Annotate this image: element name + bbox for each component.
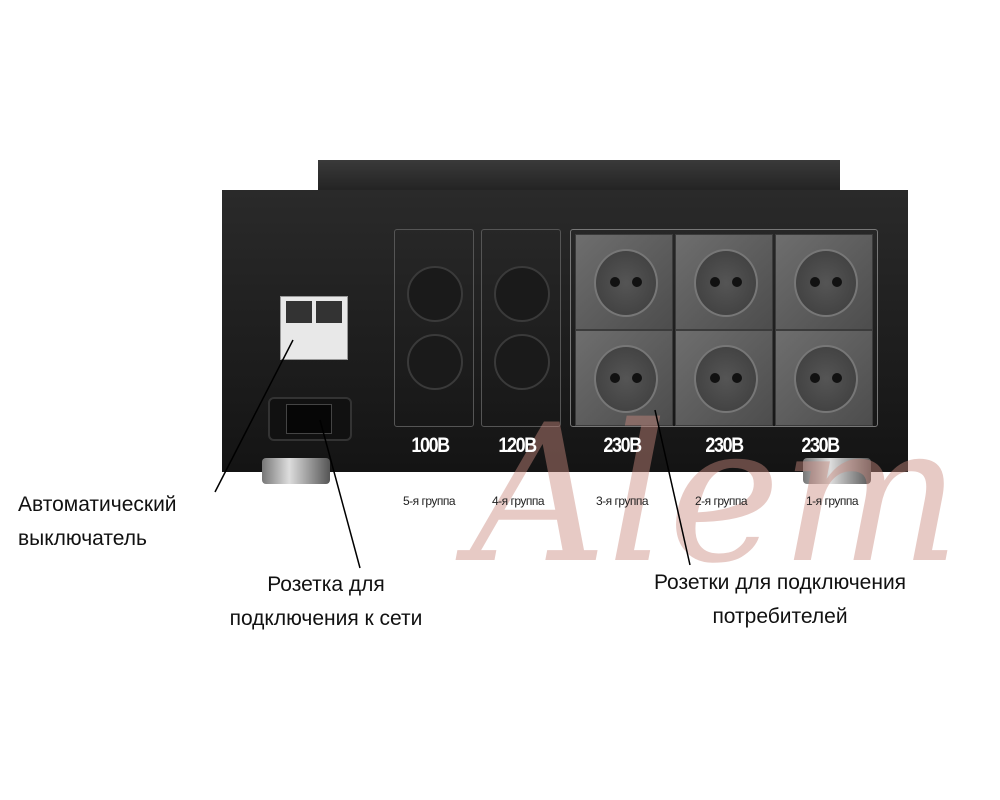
mains-inlet-socket [268, 397, 352, 441]
callout-line: подключения к сети [229, 607, 423, 630]
voltage-label: 230B [603, 434, 642, 457]
callout-breaker: Автоматический выключатель [8, 488, 248, 556]
voltage-label: 120B [498, 434, 537, 457]
callout-outlets: Розетки для подключения потребителей [590, 566, 970, 634]
leader-line-breaker [214, 339, 294, 493]
outlet-panel-120v [481, 229, 561, 427]
callout-mains: Розетка для подключения к сети [176, 568, 476, 636]
callout-line: потребителей [712, 605, 848, 628]
voltage-label: 100B [411, 434, 450, 457]
circuit-breaker [280, 296, 348, 360]
group-label: 2-я группа [695, 494, 748, 508]
group-label: 4-я группа [492, 494, 545, 508]
callout-line: выключатель [18, 527, 147, 550]
outlet-panel-230v [570, 229, 878, 427]
device-top-cover [318, 160, 840, 192]
leader-line-mains [319, 419, 361, 569]
callout-line: Розетка для [267, 573, 385, 596]
callout-line: Розетки для подключения [653, 571, 907, 594]
callout-line: Автоматический [18, 493, 177, 516]
group-label: 1-я группа [806, 494, 859, 508]
outlet-panel-100v [394, 229, 474, 427]
leader-line-outlets [654, 409, 691, 566]
voltage-label: 230B [705, 434, 744, 457]
voltage-label: 230B [801, 434, 840, 457]
group-label: 5-я группа [403, 494, 456, 508]
device-foot-left [262, 458, 330, 484]
device-foot-right [803, 458, 871, 484]
watermark-logo: Alem [455, 384, 961, 605]
group-label: 3-я группа [596, 494, 649, 508]
